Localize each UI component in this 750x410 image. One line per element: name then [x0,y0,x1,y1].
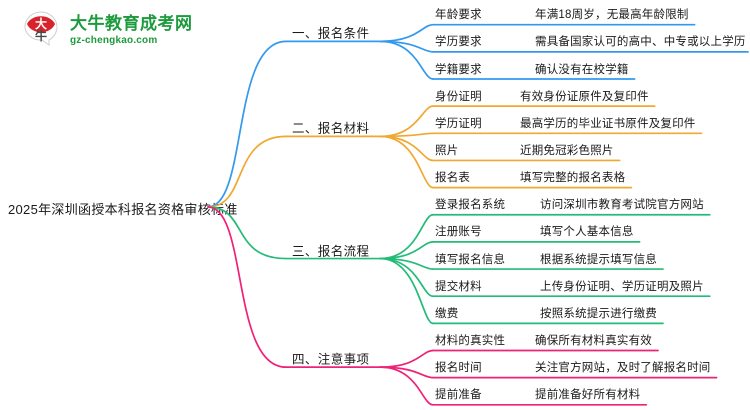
topic-detail[interactable]: 填写个人基本信息 [540,226,634,239]
branch-label-3[interactable]: 三、报名流程 [292,244,370,259]
connector-path [379,366,434,379]
topic-detail[interactable]: 填写完整的报名表格 [520,172,626,185]
topic-label[interactable]: 提交材料 [435,280,482,293]
topic-label[interactable]: 照片 [435,144,459,157]
logo-text-block: 大牛教育成考网 gz-chengkao.com [70,15,193,46]
connector-path [379,132,434,138]
topic-label[interactable]: 缴费 [435,307,459,320]
topic-detail[interactable]: 根据系统提示填写信息 [540,253,657,266]
branch-label-4[interactable]: 四、注意事项 [292,352,370,367]
topic-detail[interactable]: 关注官方网站，及时了解报名时间 [535,362,711,375]
connector-path [379,135,434,189]
connector-path [379,349,434,368]
daniu-logo-icon: 大 牛 [22,9,64,51]
connector-path [379,23,434,43]
connector-path [207,135,287,208]
topic-label[interactable]: 报名表 [435,172,471,185]
topic-label[interactable]: 登录报名系统 [435,199,506,212]
logo-domain: gz-chengkao.com [70,34,158,46]
topic-detail[interactable]: 需具备国家认可的高中、中专或以上学历 [535,36,746,49]
branch-label-1[interactable]: 一、报名条件 [292,26,370,41]
topic-detail[interactable]: 年满18周岁，无最高年龄限制 [535,9,689,22]
topic-label[interactable]: 注册账号 [435,226,482,239]
svg-text:大: 大 [35,16,47,31]
connector-path [379,257,434,325]
topic-label[interactable]: 学籍要求 [435,63,482,76]
topic-label[interactable]: 学历证明 [435,117,482,130]
branch-label-2[interactable]: 二、报名材料 [292,121,370,136]
topic-label[interactable]: 提前准备 [435,389,482,402]
topic-detail[interactable]: 有效身份证原件及复印件 [520,90,649,103]
logo-title: 大牛教育成考网 [70,13,193,33]
topic-label[interactable]: 材料的真实性 [435,335,506,347]
connector-path [379,257,434,298]
connector-path [379,213,434,260]
topic-detail[interactable]: 确保所有材料真实有效 [535,335,652,347]
connector-path [207,206,287,368]
connector-path [379,40,434,53]
topic-detail[interactable]: 上传身份证明、学历证明及照片 [540,280,704,293]
topic-detail[interactable]: 最高学历的毕业证书原件及复印件 [520,117,696,130]
connector-path [379,40,434,80]
connector-path [379,135,434,162]
topic-label[interactable]: 年龄要求 [435,9,482,22]
topic-detail[interactable]: 按照系统提示进行缴费 [540,307,657,320]
topic-label[interactable]: 身份证明 [435,90,482,103]
site-logo: 大 牛 大牛教育成考网 gz-chengkao.com [22,8,197,52]
topic-detail[interactable]: 提前准备好所有材料 [535,389,641,402]
topic-detail[interactable]: 访问深圳市教育考试院官方网站 [540,199,704,212]
topic-label[interactable]: 学历要求 [435,36,482,49]
topic-label[interactable]: 填写报名信息 [435,253,506,266]
connector-path [379,241,434,260]
svg-text:牛: 牛 [35,28,47,43]
connector-path [379,257,434,270]
topic-detail[interactable]: 确认没有在校学籍 [535,63,629,76]
connector-path [379,366,434,406]
connector-path [379,105,434,138]
topic-detail[interactable]: 近期免冠彩色照片 [520,144,614,157]
mindmap-root-title: 2025年深圳函授本科报名资格审核标准 [8,202,238,217]
topic-label[interactable]: 报名时间 [435,362,482,375]
connector-path [207,40,287,208]
